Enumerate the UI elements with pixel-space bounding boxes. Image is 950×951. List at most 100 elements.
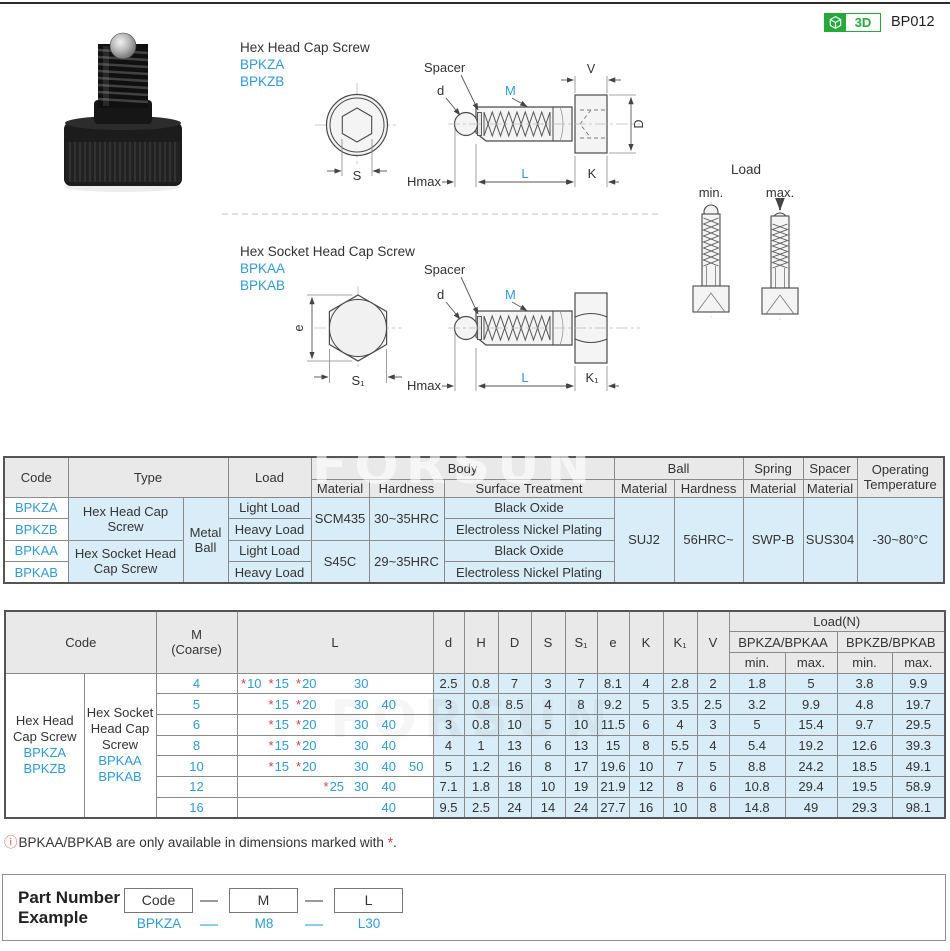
- body-material-cell: S45C: [310, 539, 370, 584]
- type-cell: Hex Head Cap Screw: [67, 496, 184, 541]
- l-length: 40: [381, 696, 396, 712]
- m-size-cell: 8: [155, 734, 238, 757]
- badge-3d-label: 3D: [846, 14, 880, 31]
- m-size-cell: 4: [155, 672, 238, 695]
- label-m-1: M: [505, 83, 516, 98]
- label-spacer-2: Spacer: [424, 262, 466, 277]
- col-spring: Spring: [742, 456, 804, 480]
- dim-value: 2: [696, 672, 730, 695]
- section1-code-bpkzb[interactable]: BPKZB: [240, 74, 285, 89]
- load-value: 5: [784, 672, 838, 695]
- col-optemp: Operating Temperature: [856, 456, 945, 498]
- technical-drawings: S V D: [64, 32, 799, 393]
- restricted-star: *: [268, 758, 274, 774]
- dim-value: 7: [564, 672, 598, 695]
- l-length: *20: [296, 675, 317, 691]
- dim-value: 7: [662, 755, 698, 777]
- section2-code-bpkab[interactable]: BPKAB: [240, 278, 286, 293]
- load-min-label: min.: [699, 185, 724, 200]
- footnote-text: BPKAA/BPKAB are only available in dimens…: [18, 835, 388, 850]
- l-length: *15: [268, 675, 290, 691]
- col-m: M (Coarse): [155, 610, 238, 674]
- dim-value: 4: [696, 734, 730, 757]
- l-length: 30: [354, 737, 369, 753]
- code-cell[interactable]: BPKAB: [3, 561, 69, 584]
- code-cell[interactable]: BPKZA: [3, 496, 69, 519]
- dim-value: 10: [564, 713, 598, 736]
- load-value: 15.4: [784, 713, 838, 736]
- m-size-cell: 5: [155, 693, 238, 715]
- l-length: 30: [354, 675, 369, 691]
- dim-value: 2.5: [432, 672, 465, 695]
- l-length: 40: [381, 779, 396, 795]
- col-group-a: BPKZA/BPKAA: [728, 631, 838, 653]
- l-length: *25: [323, 779, 345, 795]
- restricted-star: *: [296, 717, 302, 733]
- load-cell: Heavy Load: [227, 561, 312, 584]
- dim-value: 2.5: [696, 693, 730, 715]
- pn-dash: [200, 900, 218, 902]
- load-value: 5.4: [728, 734, 786, 757]
- ball-material-cell: SUJ2: [613, 496, 675, 584]
- page-code: BP012: [891, 14, 935, 30]
- section1-code-bpkza[interactable]: BPKZA: [240, 57, 285, 72]
- dim-label-v: V: [587, 62, 596, 76]
- m-size-cell: 16: [155, 796, 238, 819]
- side-view-hex-head: Spacer d M Hmax L K₁: [407, 262, 640, 393]
- load-value: 19.2: [784, 734, 838, 757]
- dim-value: 6: [696, 776, 730, 798]
- dim-value: 18: [497, 776, 532, 798]
- load-cell: Light Load: [227, 539, 312, 562]
- code-cell[interactable]: BPKZB: [3, 518, 69, 541]
- pn-dash: [305, 900, 323, 902]
- code-cell[interactable]: BPKAA: [3, 539, 69, 562]
- pn-box-m: M: [229, 888, 298, 913]
- dim-value: 4: [432, 734, 465, 757]
- load-value: 1.8: [728, 672, 786, 695]
- surface-cell: Electroless Nickel Plating: [443, 561, 615, 584]
- pn-example-m: M8: [254, 916, 274, 931]
- footnote-star: *: [387, 835, 393, 850]
- load-value: 3.8: [836, 672, 893, 695]
- dim-value: 19: [564, 776, 598, 798]
- dim-value: 4: [662, 713, 698, 736]
- dim-value: 1.2: [463, 755, 499, 777]
- load-value: 19.5: [836, 776, 893, 798]
- label-l-1: L: [521, 166, 528, 181]
- col-min: min.: [836, 651, 893, 674]
- dim-value: 2.5: [463, 796, 499, 819]
- body-material-cell: SCM435: [310, 496, 370, 541]
- surface-cell: Black Oxide: [443, 496, 615, 519]
- dim-value: 3: [696, 713, 730, 736]
- spring-material-cell: SWP-B: [742, 496, 804, 584]
- load-value: 58.9: [891, 776, 946, 798]
- l-length: *15: [268, 737, 290, 753]
- load-value: 9.9: [784, 693, 838, 715]
- dim-label-s: S: [353, 168, 362, 183]
- restricted-star: *: [268, 737, 274, 753]
- side-view-socket-head: V D Spacer d M Hmax L K: [407, 60, 646, 189]
- pn-blue-dash: [305, 924, 323, 926]
- l-length: *20: [296, 717, 317, 733]
- dim-value: 10: [628, 755, 664, 777]
- col-code: Code: [4, 610, 157, 674]
- dim-value: 1: [463, 734, 499, 757]
- dim-value: 5.5: [662, 734, 698, 757]
- section2-code-bpkaa[interactable]: BPKAA: [240, 261, 286, 276]
- col-type: Type: [67, 456, 229, 498]
- l-length: *20: [296, 696, 317, 712]
- dim-value: 1.8: [463, 776, 499, 798]
- dim-value: 8: [564, 693, 598, 715]
- section-title-hex-socket: Hex Socket Head Cap Screw BPKAA BPKAB: [240, 243, 460, 294]
- col-max: max.: [891, 651, 946, 674]
- dim-value: 24: [497, 796, 532, 819]
- l-length: 40: [381, 758, 396, 774]
- view-3d-badge[interactable]: 3D: [824, 13, 881, 32]
- dim-value: 3.5: [662, 693, 698, 715]
- col-D: D: [497, 610, 532, 674]
